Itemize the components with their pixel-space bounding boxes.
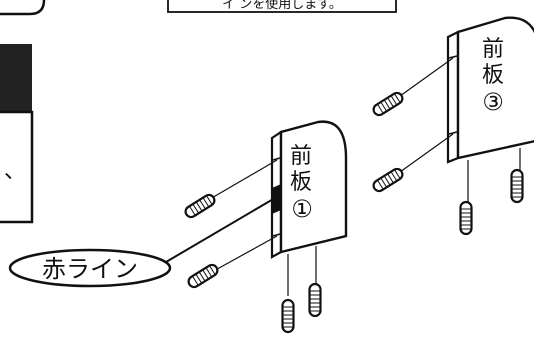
dowel-b3-lower [370, 165, 406, 195]
board-1-char-1: 前 [290, 144, 312, 169]
callout-label: 赤ライン [42, 255, 138, 283]
front-board-1: 前 板 ① [270, 120, 348, 259]
board-3-number: ③ [482, 88, 504, 116]
callout-leader [165, 197, 276, 263]
board-3-char-1: 前 [482, 37, 504, 62]
left-info-box: 、 [0, 44, 34, 224]
red-line-callout: 赤ライン [8, 248, 172, 288]
top-left-frame [0, 0, 46, 16]
red-line-marker [272, 184, 281, 214]
dowel-b3-bottom-1 [459, 200, 473, 236]
left-box-header [0, 44, 32, 112]
dowel-b1-lower [185, 261, 221, 291]
note-text: イ ンを使用します。 [222, 0, 342, 12]
board-1-number: ① [291, 195, 313, 223]
dowel-b3-bottom-2 [510, 168, 524, 204]
board-3-char-2: 板 [482, 63, 504, 88]
dowel-b1-bottom-2 [308, 282, 322, 318]
board-1-char-2: 板 [290, 170, 312, 195]
note-box: イ ンを使用します。 [167, 0, 397, 13]
dowel-b1-bottom-1 [281, 298, 295, 334]
left-box-fragment: 、 [4, 159, 26, 184]
front-board-3: 前 板 ③ [446, 16, 534, 164]
dowel-b1-upper [182, 191, 218, 221]
dowel-b3-upper [370, 89, 406, 119]
